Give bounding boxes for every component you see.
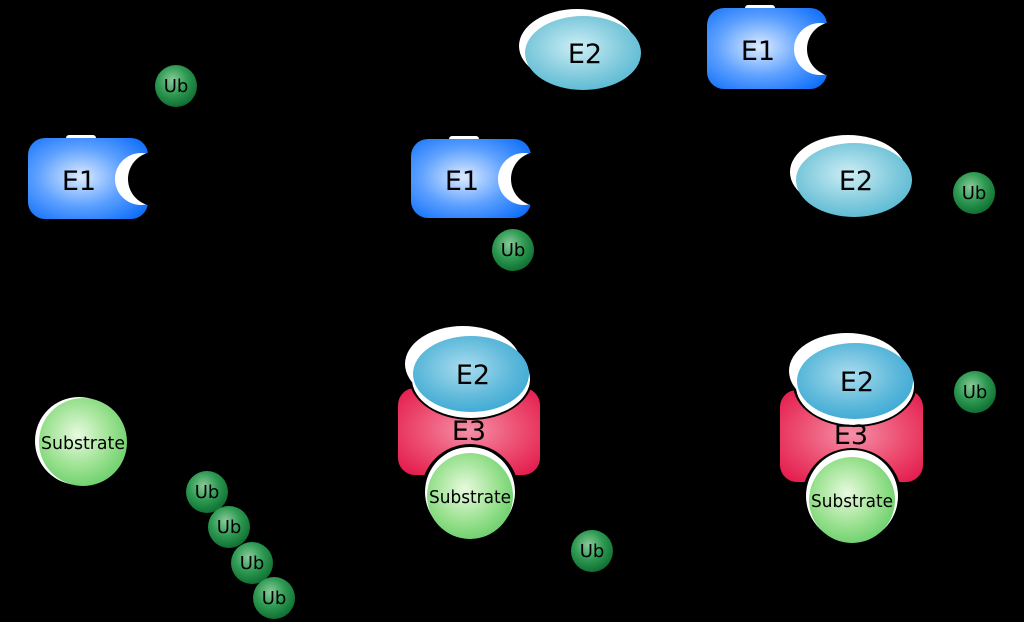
e1-body [707,8,827,89]
ub-molecule-6: Ub [231,542,273,584]
e1-enzyme-3: E1 [707,5,861,89]
ub-label: Ub [164,76,189,97]
ub-molecule-7: Ub [253,577,295,619]
e1-label: E1 [741,36,775,67]
e2-label: E2 [840,367,874,398]
e1-pocket-notch [511,152,565,206]
ub-sphere [954,371,996,413]
ub-sphere [155,65,197,107]
ub-sphere [208,506,250,548]
e1-pocket-notch [128,152,182,206]
ub-molecule-4: Ub [186,471,228,513]
ub-label: Ub [580,541,605,562]
substrate-sphere [427,453,513,539]
e2-label: E2 [568,39,602,70]
e2-body [796,143,912,217]
stage-4-substrate-polyub: Substrate Ub Ub Ub Ub [35,397,295,619]
ub-molecule-3: Ub [953,172,995,214]
substrate-label: Substrate [811,491,893,512]
ub-label: Ub [240,553,265,574]
e3-label: E3 [452,416,486,447]
ub-molecule-1: Ub [155,65,197,107]
substrate-protein-1: Substrate [35,397,127,486]
ub-molecule-9: Ub [954,371,996,413]
e2-enzyme-1: E2 [519,9,641,90]
e3-label: E3 [834,420,868,451]
substrate-sphere [809,457,895,543]
e1-body [411,139,531,218]
e2-body [413,336,529,412]
substrate-label: Substrate [429,487,511,508]
e2-label: E2 [456,360,490,391]
e1-enzyme-1: E1 [28,135,182,219]
e1-enzyme-2: E1 [411,136,565,218]
ub-label: Ub [962,183,987,204]
stage-6-e3-complex-ub: E2 E3 Substrate Ub [780,333,996,548]
e2-body [525,16,641,90]
e1-label: E1 [62,166,96,197]
ub-sphere [253,577,295,619]
e1-label: E1 [445,166,479,197]
ub-label: Ub [195,482,220,503]
ub-molecule-8: Ub [571,530,613,572]
ub-sphere [231,542,273,584]
ub-sphere [571,530,613,572]
ub-label: Ub [217,517,242,538]
stage-5-e3-complex: E2 E3 Substrate Ub [398,326,613,572]
ub-molecule-5: Ub [208,506,250,548]
ub-chain: Ub Ub Ub Ub [186,471,295,619]
substrate-label: Substrate [41,433,125,454]
substrate-sphere [39,398,127,486]
ub-label: Ub [262,588,287,609]
ub-label: Ub [501,240,526,261]
stage-3-e2-carries-ub: E1 E2 Ub [707,5,995,217]
ub-molecule-2: Ub [492,229,534,271]
e1-pocket-notch [807,22,861,76]
ub-sphere [953,172,995,214]
stage-2-e1-ub-e2: E2 E1 Ub [411,9,641,271]
e2-label: E2 [839,166,873,197]
ub-sphere [492,229,534,271]
e2-enzyme-2: E2 [790,135,912,217]
stage-1-free-ub-e1: Ub E1 [28,65,197,219]
ub-sphere [186,471,228,513]
ub-label: Ub [963,382,988,403]
e1-body [28,138,148,219]
e2-body [797,343,913,419]
